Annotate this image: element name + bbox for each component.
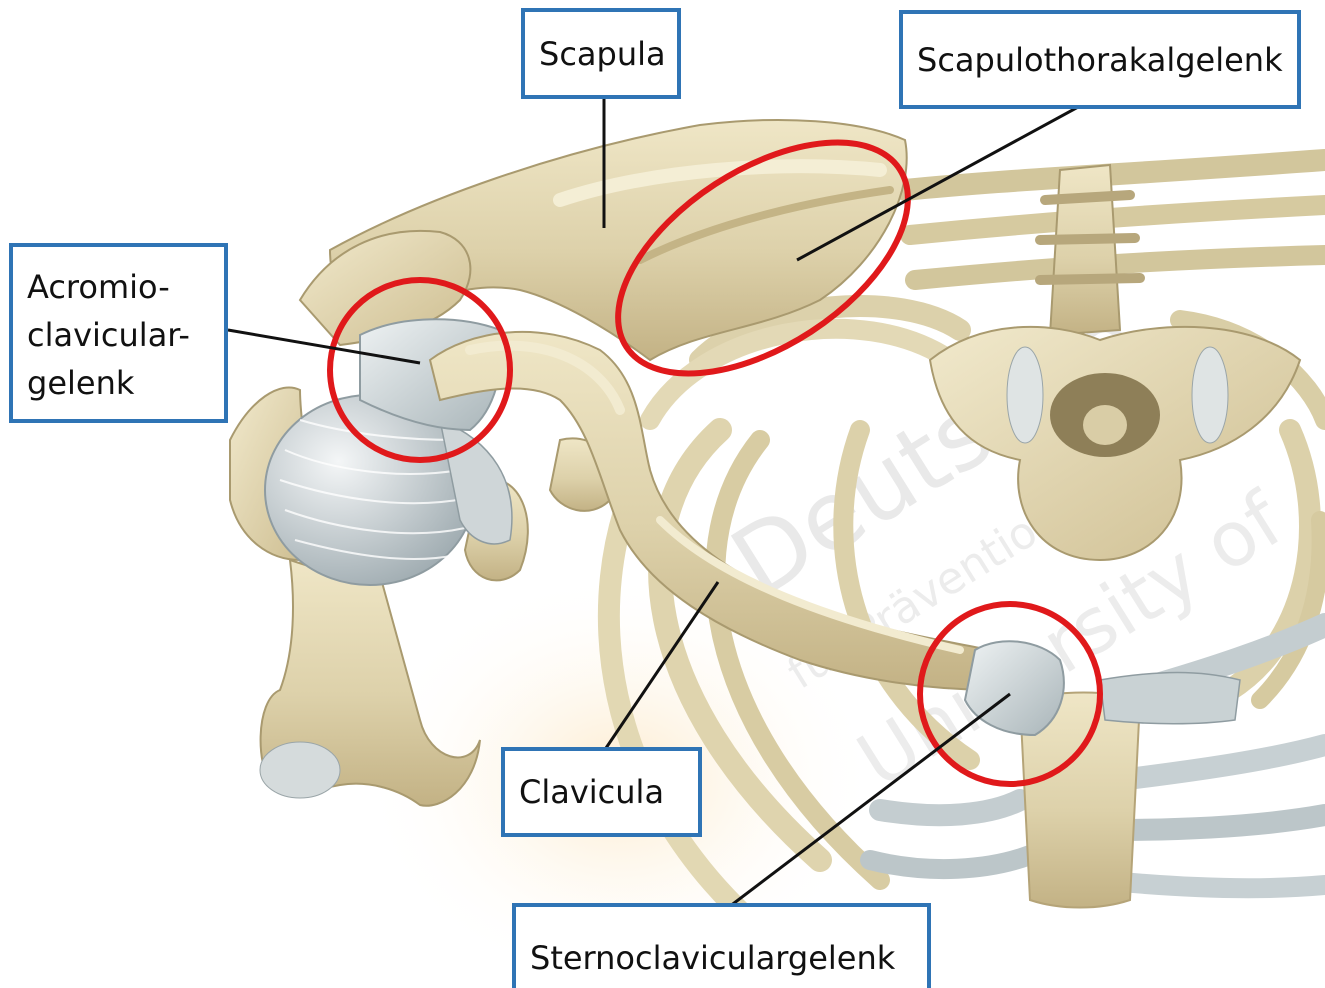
label-clavicula-text: Clavicula [519, 768, 664, 816]
label-sternoclavicular-text: Sternoclaviculargelenk [530, 934, 895, 982]
label-acromio-line-3: gelenk [27, 359, 210, 407]
label-scapula: Scapula [521, 8, 681, 99]
label-acromio-line-2: clavicular- [27, 311, 210, 359]
label-sternoclaviculargelenk: Sternoclaviculargelenk [512, 903, 931, 988]
label-scapulothorakalgelenk: Scapulothorakalgelenk [899, 10, 1301, 109]
label-scapula-text: Scapula [539, 30, 666, 78]
label-acromio-line-1: Acromio- [27, 263, 210, 311]
label-clavicula: Clavicula [501, 747, 702, 837]
label-scapulothorakal-text: Scapulothorakalgelenk [917, 36, 1283, 84]
first-rib-cartilage [1100, 673, 1240, 724]
label-acromioclaviculargelenk: Acromio- clavicular- gelenk [9, 243, 228, 423]
